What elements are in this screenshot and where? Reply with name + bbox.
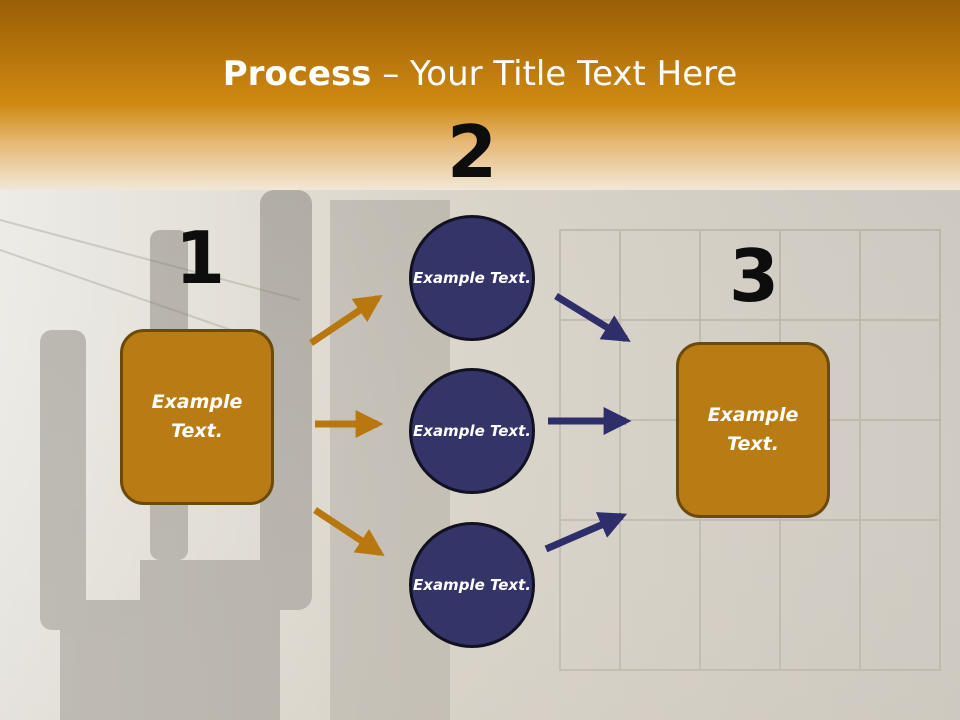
left-box-text: Example Text.	[151, 391, 243, 442]
circle-text-bottom: Example Text.	[413, 575, 531, 594]
step-number-3: 3	[728, 234, 780, 318]
step-number-1: 1	[174, 216, 226, 300]
arrow-left-to-bottom	[313, 507, 385, 557]
arrow-left-to-top	[309, 294, 383, 346]
title-bold: Process	[222, 54, 372, 94]
process-circle-middle: Example Text.	[409, 368, 535, 494]
circle-text-middle: Example Text.	[413, 421, 531, 440]
right-process-box: Example Text.	[676, 342, 830, 518]
process-circle-top: Example Text.	[409, 215, 535, 341]
title-rest: – Your Title Text Here	[371, 54, 738, 94]
circle-text-top: Example Text.	[413, 268, 531, 287]
right-box-text: Example Text.	[707, 404, 799, 455]
process-circle-bottom: Example Text.	[409, 522, 535, 648]
left-process-box: Example Text.	[120, 329, 274, 505]
arrow-top-to-right	[554, 293, 631, 342]
slide-title: Process – Your Title Text Here	[0, 52, 960, 96]
arrow-bottom-to-right	[544, 512, 628, 553]
step-number-2: 2	[446, 110, 498, 194]
